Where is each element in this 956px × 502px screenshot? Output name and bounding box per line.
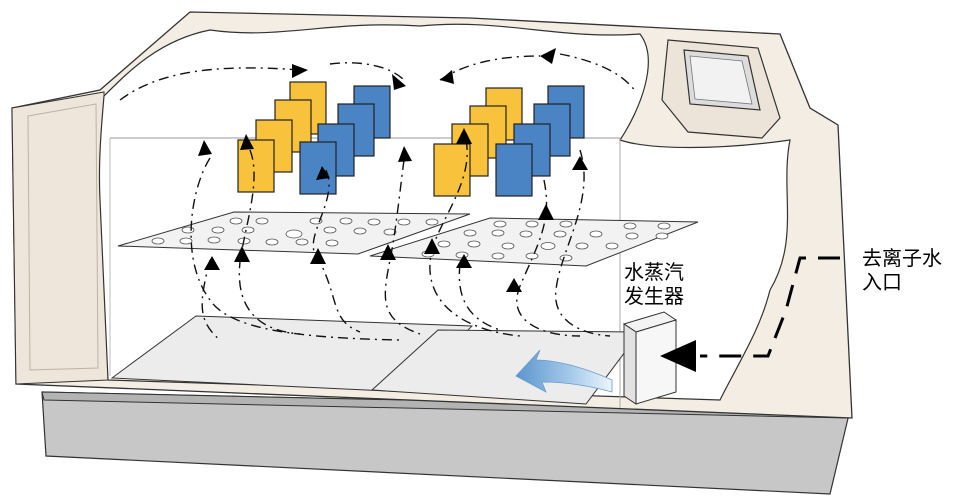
airflow-arrowheads (198, 48, 588, 292)
steam-generator (622, 311, 678, 405)
steam-flow-arrow (515, 349, 613, 393)
specimen-panels-right (433, 85, 585, 197)
deionized-water-inlet-label-line-2: 入口 (862, 270, 902, 294)
cabinet-base (41, 391, 851, 495)
inlet-arrow-head (660, 340, 696, 372)
steam-generator-label-line-1: 水蒸汽 (624, 260, 684, 284)
perforated-shelf-left (117, 211, 471, 255)
airflow-paths (119, 53, 637, 341)
perforated-shelf-right (369, 217, 699, 267)
water-trays (110, 315, 641, 405)
control-panel (661, 39, 781, 139)
steam-generator-label-line-2: 发生器 (624, 284, 684, 308)
specimen-panels-left (237, 81, 391, 195)
deionized-water-inlet-label: 去离子水 入口 (862, 246, 942, 294)
deionized-water-inlet-label-line-1: 去离子水 (862, 246, 942, 270)
steam-generator-label: 水蒸汽 发生器 (624, 260, 684, 308)
water-inlet-line (660, 256, 840, 372)
